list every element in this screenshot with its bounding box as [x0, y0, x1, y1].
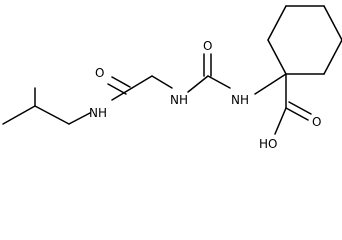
bond-ch2-nh — [151, 75, 173, 89]
bond-urea-c-nh — [207, 75, 231, 89]
ring-bond-6 — [267, 39, 287, 75]
bond-ch2-n — [68, 112, 91, 125]
structure-diagram: NH O NH O NH O HO — [2, 5, 342, 151]
ring-bond-5 — [267, 5, 287, 41]
bond-acid-c-oh — [274, 107, 287, 135]
atom-nh-left: NH — [89, 106, 107, 120]
bonds — [2, 5, 342, 135]
ring-bond-2 — [323, 39, 342, 75]
bond-nh-ring — [254, 73, 287, 95]
bond-carbonyl-ch2 — [131, 75, 153, 89]
ring-bond-3 — [323, 5, 342, 41]
bond-amide-co-b — [107, 83, 127, 95]
atom-o-acid: O — [312, 115, 321, 129]
bond-nh-urea-c — [187, 75, 209, 93]
bond-acid-co-a — [285, 107, 309, 121]
atom-nh-mid: NH — [170, 93, 188, 107]
atom-o-amide: O — [95, 66, 104, 80]
bond-methyl1-ch — [2, 105, 36, 125]
bond-ch-ch2 — [34, 105, 70, 125]
bond-n-carbonyl — [111, 87, 133, 101]
atom-o-urea: O — [203, 39, 212, 53]
atom-nh-right: NH — [231, 93, 249, 107]
atom-oh-acid: HO — [259, 137, 277, 151]
atom-labels: NH O NH O NH O HO — [89, 39, 321, 151]
bond-amide-co-a — [111, 76, 131, 88]
bond-acid-co-b — [288, 101, 312, 115]
